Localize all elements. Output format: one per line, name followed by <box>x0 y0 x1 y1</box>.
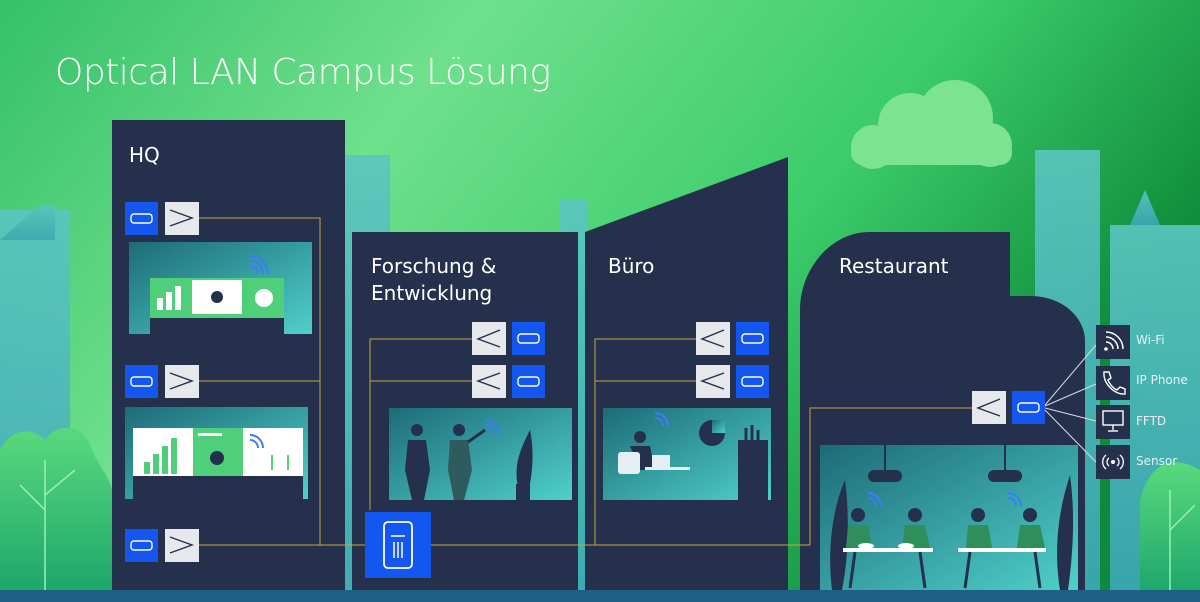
device-label-wifi: Wi-Fi <box>1136 333 1165 347</box>
building-label-restaurant: Restaurant <box>839 254 949 278</box>
building-label-office: Büro <box>608 254 655 278</box>
restaurant-terminal <box>972 391 1045 424</box>
building-label-research-line2: Entwicklung <box>371 281 493 305</box>
building-label-research-line1: Forschung & <box>371 254 497 278</box>
office-desk-scene <box>603 408 771 500</box>
fiber-links <box>199 217 972 546</box>
cloud-icon <box>851 80 1012 169</box>
monitor-icon <box>1096 405 1130 439</box>
building-hq <box>112 120 345 602</box>
device-label-sensor: Sensor <box>1136 454 1178 468</box>
olt-device-icon <box>365 512 431 578</box>
hq-meeting-scene <box>129 242 312 334</box>
device-label-fftd: FFTD <box>1136 414 1167 428</box>
restaurant-dining-scene <box>820 445 1078 590</box>
wifi-icon <box>1096 325 1130 359</box>
research-terminal-1 <box>472 322 545 355</box>
hq-presentation-scene <box>125 407 308 499</box>
building-label-hq: HQ <box>129 143 160 167</box>
hq-terminal-2 <box>125 365 199 398</box>
device-label-ip-phone: IP Phone <box>1136 373 1188 387</box>
research-terminal-2 <box>472 365 545 398</box>
hq-terminal-1 <box>125 202 199 235</box>
hq-terminal-3 <box>125 529 199 562</box>
ground <box>0 590 1200 602</box>
page-title: Optical LAN Campus Lösung <box>55 52 551 93</box>
research-lab-scene <box>389 408 572 500</box>
office-terminal-1 <box>696 322 769 355</box>
phone-icon <box>1096 366 1130 400</box>
device-links <box>1044 344 1097 463</box>
tree-right <box>1140 462 1200 602</box>
office-terminal-2 <box>696 365 769 398</box>
tree-left <box>0 427 115 602</box>
sensor-icon <box>1096 445 1130 479</box>
